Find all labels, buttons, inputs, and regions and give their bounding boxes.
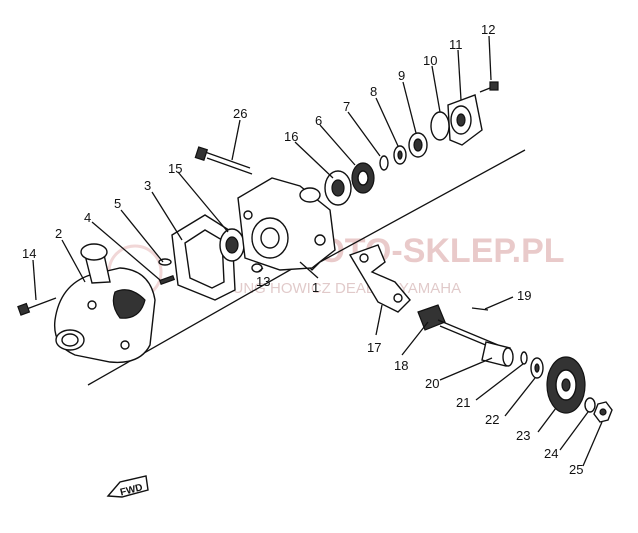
callout-13: 13 <box>256 274 270 289</box>
part-17-plate <box>348 244 411 313</box>
part-12-bolt <box>479 81 499 93</box>
part-20-collar <box>481 341 514 367</box>
leader-lines <box>32 35 603 467</box>
callout-16: 16 <box>284 129 298 144</box>
callout-22: 22 <box>485 412 499 427</box>
part-18-shaft <box>417 304 501 352</box>
part-1-pump-housing <box>237 177 336 271</box>
callout-24: 24 <box>544 446 558 461</box>
callout-8: 8 <box>370 84 377 99</box>
part-9-bearing <box>408 132 428 158</box>
callout-12: 12 <box>481 22 495 37</box>
callout-labels: 1 2 3 4 5 6 7 8 9 10 11 12 13 14 15 16 1… <box>22 22 583 477</box>
watermark-logo-text: MOTO-SKLEP.PL <box>290 232 565 270</box>
watermark: MOTO-SKLEP.PL JUNG HOWICZ DEALER YAMAHA <box>107 232 565 300</box>
fwd-direction-badge: FWD <box>106 475 149 498</box>
fwd-label: FWD <box>119 482 144 498</box>
part-7-circlip <box>379 155 389 171</box>
callout-9: 9 <box>398 68 405 83</box>
part-8-washer <box>393 145 407 165</box>
callout-15: 15 <box>168 161 182 176</box>
callout-7: 7 <box>343 99 350 114</box>
fwd-arrow-icon <box>106 475 149 498</box>
part-3-gasket <box>171 214 236 301</box>
part-10-oring <box>430 111 450 141</box>
part-19-pin <box>471 307 489 311</box>
part-15-seal <box>219 228 245 262</box>
callout-6: 6 <box>315 113 322 128</box>
part-22-washer <box>530 357 544 379</box>
callout-17: 17 <box>367 340 381 355</box>
part-21-circlip <box>520 351 528 365</box>
callout-21: 21 <box>456 395 470 410</box>
callout-26: 26 <box>233 106 247 121</box>
part-26-bolt <box>194 146 253 175</box>
callout-23: 23 <box>516 428 530 443</box>
callout-11: 11 <box>449 37 463 52</box>
callout-25: 25 <box>569 462 583 477</box>
callout-10: 10 <box>423 53 437 68</box>
callout-4: 4 <box>84 210 91 225</box>
callout-20: 20 <box>425 376 439 391</box>
callout-19: 19 <box>517 288 531 303</box>
callout-3: 3 <box>144 178 151 193</box>
part-11-cover <box>447 94 483 146</box>
part-16-bearing <box>324 170 352 206</box>
callout-5: 5 <box>114 196 121 211</box>
part-25-nut <box>593 401 613 423</box>
part-23-gear <box>546 356 586 414</box>
part-6-gear <box>351 162 375 194</box>
callout-18: 18 <box>394 358 408 373</box>
callout-14: 14 <box>22 246 36 261</box>
callout-2: 2 <box>55 226 62 241</box>
callout-1: 1 <box>312 280 319 295</box>
part-2-pump-cover <box>53 243 156 364</box>
part-24-washer <box>584 397 596 413</box>
part-4-pin <box>158 274 176 286</box>
part-14-bolt <box>17 297 57 316</box>
